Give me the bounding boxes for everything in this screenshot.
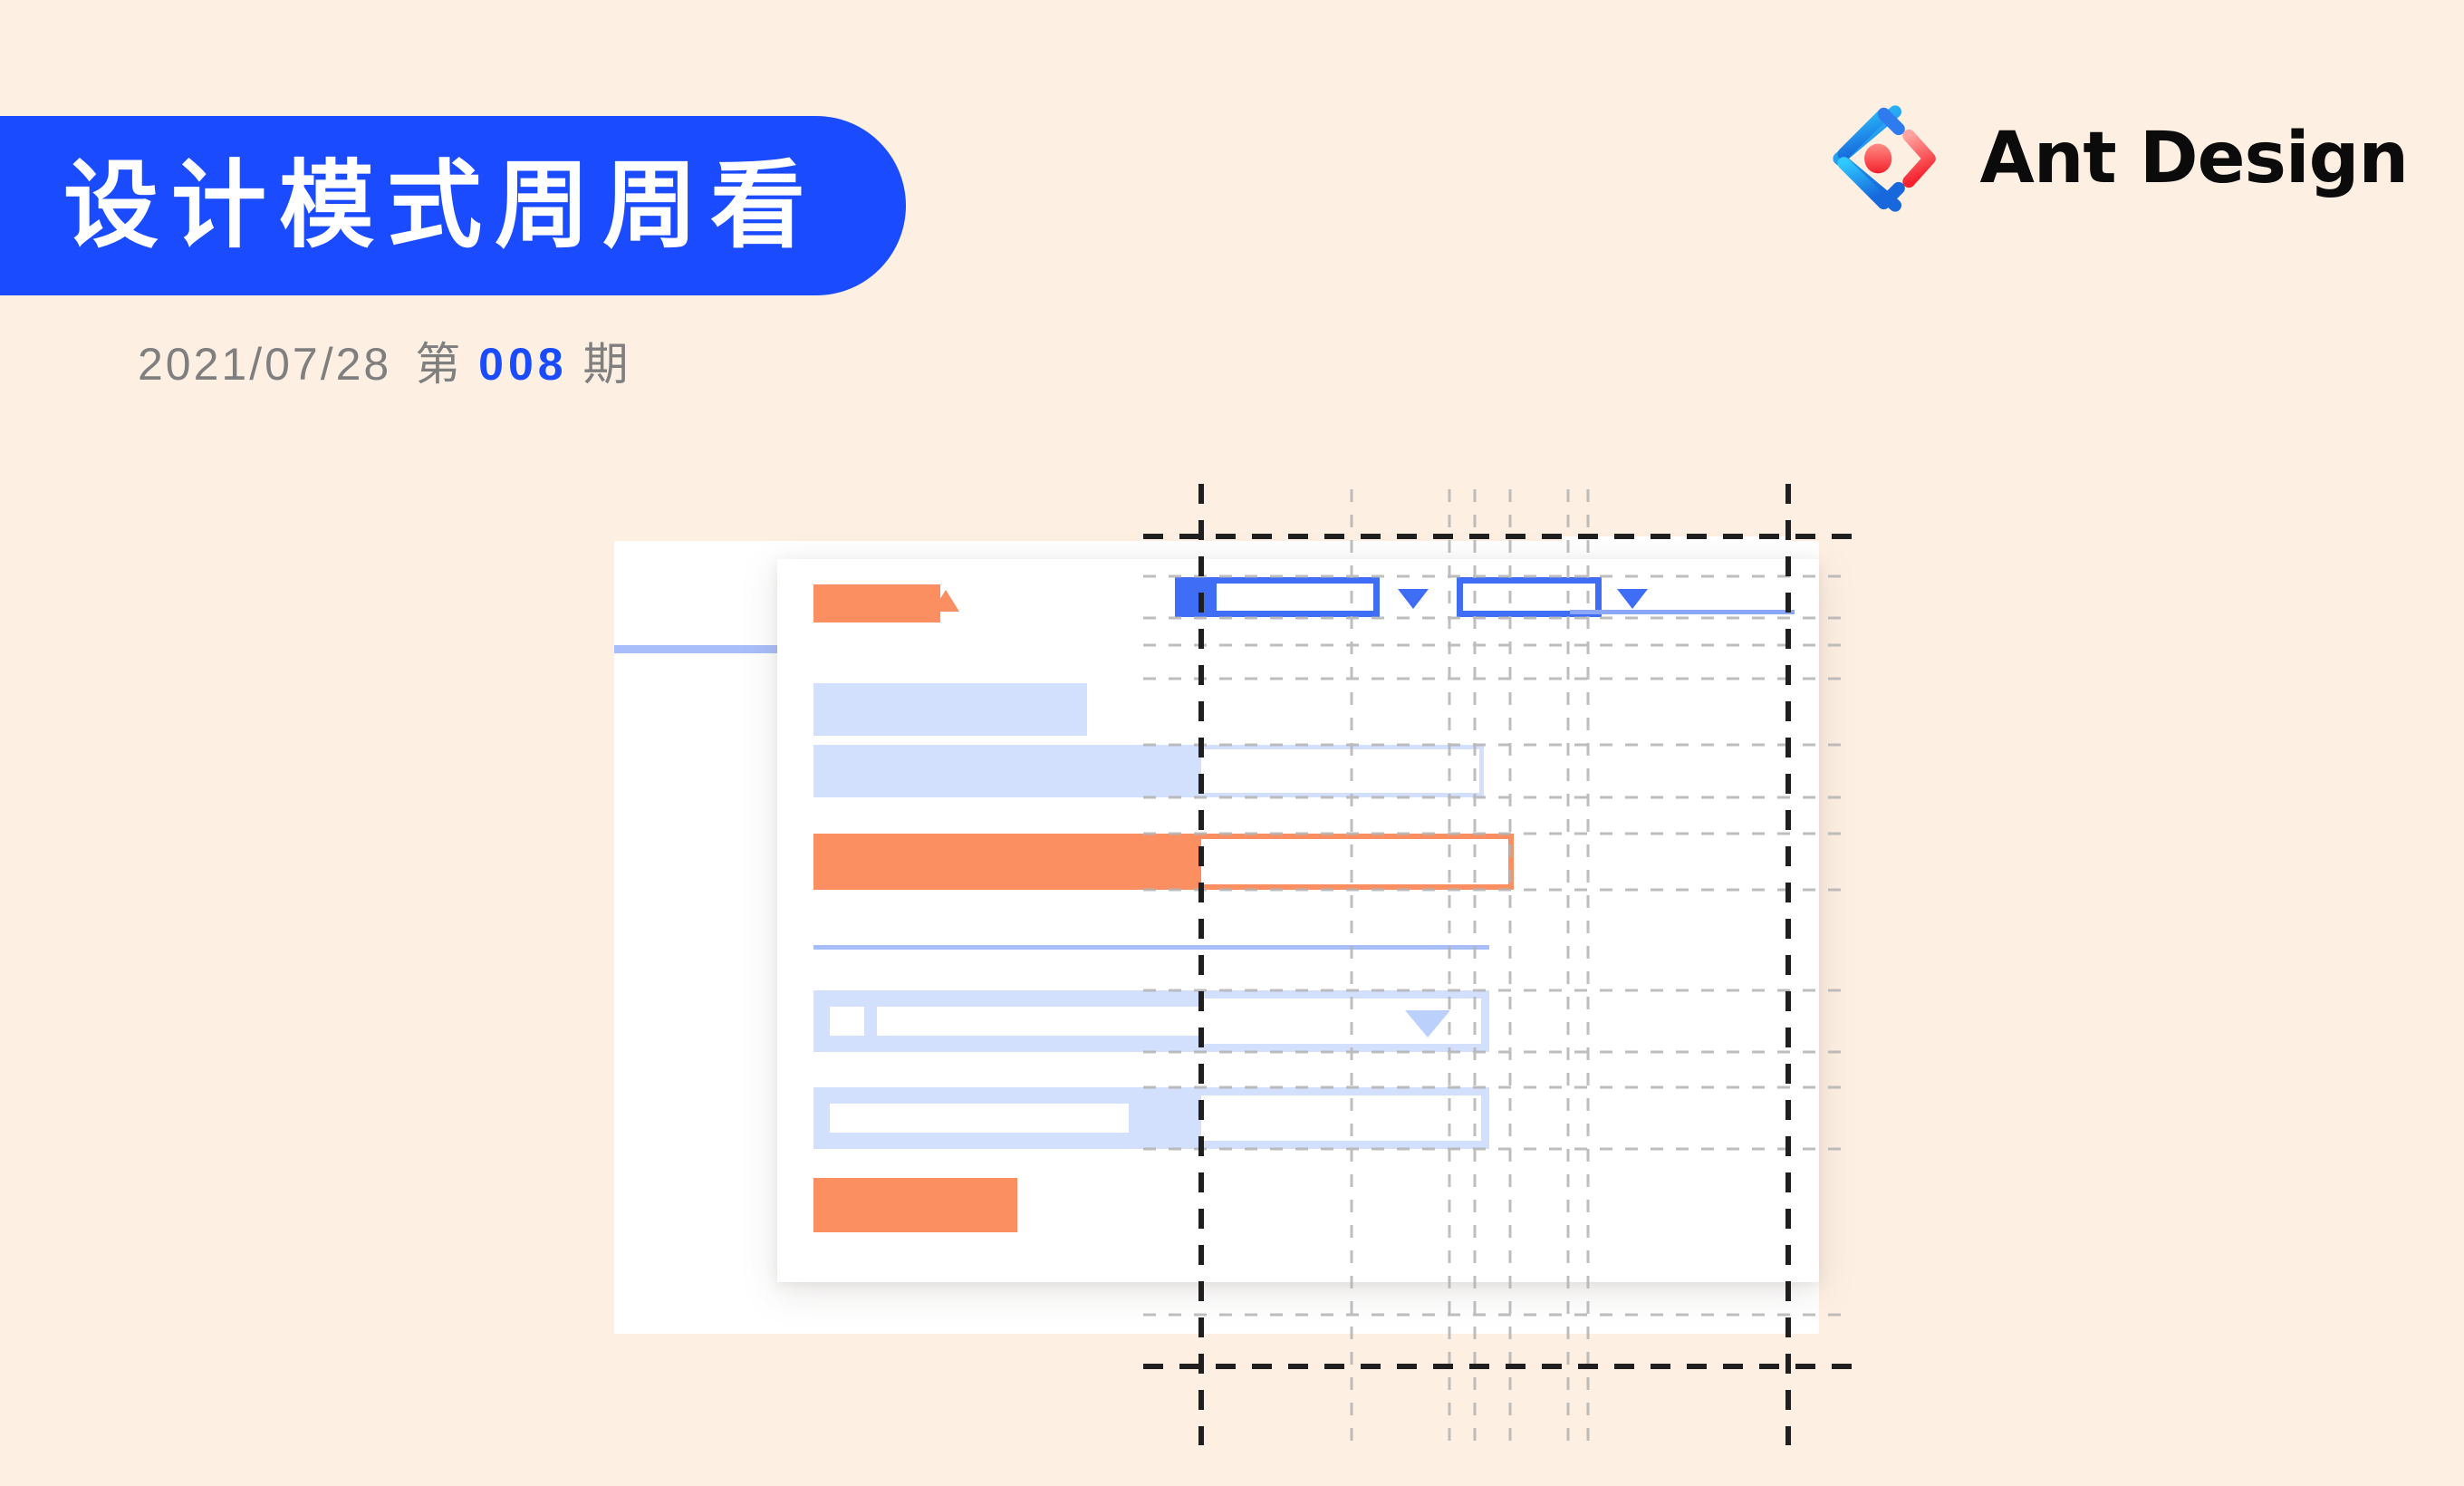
issue-line: 2021/07/28 第 008 期 <box>138 328 631 393</box>
submit-button-block[interactable] <box>813 1178 1017 1232</box>
select-field-ghost <box>1201 990 1489 1052</box>
toolbar-select-2-caret-down-icon[interactable] <box>1617 589 1648 609</box>
text-field-inner <box>830 1104 1129 1133</box>
toolbar-select-1[interactable] <box>1202 577 1380 617</box>
tab-active-block[interactable] <box>813 584 940 622</box>
issue-number: 008 <box>478 339 568 390</box>
brand-name: Ant Design <box>1979 118 2409 199</box>
top-right-rule <box>1570 610 1795 614</box>
ant-design-logo-icon <box>1833 105 1937 212</box>
section-divider-line <box>813 945 1201 950</box>
toolbar-select-2[interactable] <box>1457 577 1602 617</box>
field-row-2-ghost <box>1201 745 1484 797</box>
select-field-inner <box>877 1007 1201 1036</box>
ghost-shapes-layer <box>1201 559 1926 1282</box>
section-divider-line-ghost <box>1201 945 1489 950</box>
primary-button-block-ghost <box>1201 834 1514 890</box>
solid-shapes-layer <box>777 559 1201 1282</box>
issue-prefix: 第 <box>415 339 464 390</box>
toolbar-select-1-fill[interactable] <box>1175 577 1217 617</box>
field-row-2[interactable] <box>813 745 1201 797</box>
select-caret-down-icon <box>1405 1010 1450 1037</box>
select-field-checkbox[interactable] <box>830 1007 864 1036</box>
toolbar-select-1-caret-down-icon[interactable] <box>1398 589 1429 609</box>
page-title: 设计模式周周看 <box>63 150 819 261</box>
issue-date: 2021/07/28 <box>138 339 392 390</box>
title-banner: 设计模式周周看 <box>0 116 906 295</box>
primary-button-block[interactable] <box>813 834 1201 890</box>
field-row-1[interactable] <box>813 683 1087 736</box>
issue-suffix: 期 <box>582 339 631 390</box>
tab-caret-up-icon <box>932 590 959 612</box>
brand-lockup: Ant Design <box>1829 101 2409 216</box>
text-field-ghost <box>1201 1087 1489 1149</box>
